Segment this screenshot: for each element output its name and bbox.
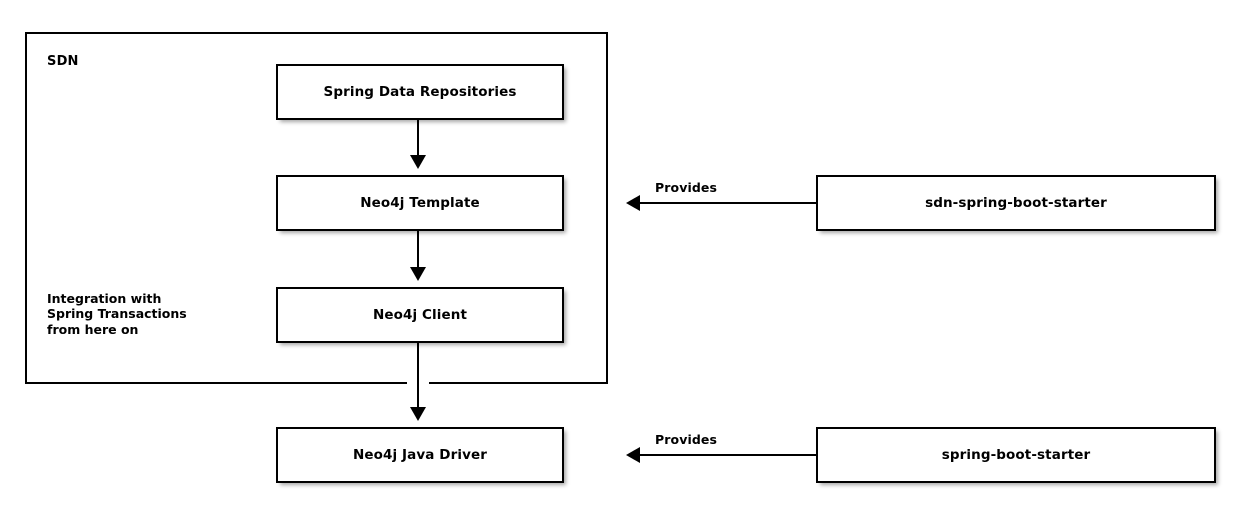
node-neo4j-template[interactable]: Neo4j Template — [276, 175, 564, 231]
integration-note-line-1: Integration with — [47, 291, 162, 306]
node-spring-data-repositories[interactable]: Spring Data Repositories — [276, 64, 564, 120]
connector-client-to-driver — [417, 343, 419, 409]
node-neo4j-client[interactable]: Neo4j Client — [276, 287, 564, 343]
arrowhead-left-icon-driver — [626, 447, 640, 463]
integration-note: Integration with Spring Transactions fro… — [47, 291, 187, 337]
integration-note-line-2: Spring Transactions — [47, 306, 187, 322]
edge-label-provides-driver: Provides — [655, 432, 718, 447]
integration-note-line-3: from here on — [47, 321, 139, 337]
node-neo4j-java-driver[interactable]: Neo4j Java Driver — [276, 427, 564, 483]
sdn-container-label: SDN — [47, 54, 79, 69]
arrowhead-down-icon-template — [410, 155, 426, 169]
arrowhead-left-icon-template — [626, 195, 640, 211]
edge-label-provides-template: Provides — [655, 180, 718, 195]
node-sdn-spring-boot-starter[interactable]: sdn-spring-boot-starter — [816, 175, 1216, 231]
connector-starter-to-driver — [640, 454, 816, 456]
node-spring-boot-starter[interactable]: spring-boot-starter — [816, 427, 1216, 483]
connector-template-to-client — [417, 231, 419, 269]
connector-sdn-starter-to-template — [640, 202, 816, 204]
connector-repositories-to-template — [417, 120, 419, 157]
arrowhead-down-icon-driver — [410, 407, 426, 421]
sdn-container-box — [25, 32, 608, 384]
arrowhead-down-icon-client — [410, 267, 426, 281]
